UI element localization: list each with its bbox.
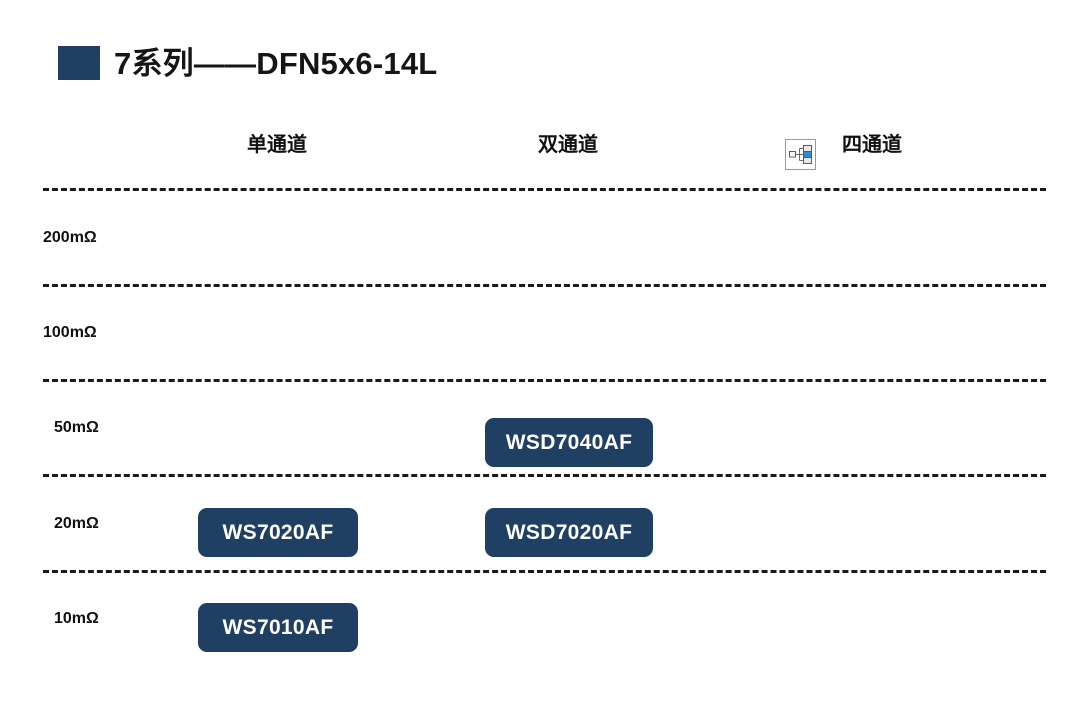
- column-header-quad-channel: 四通道: [842, 134, 902, 156]
- row-separator: [43, 474, 1046, 477]
- product-chip-ws7020af[interactable]: WS7020AF: [198, 508, 358, 557]
- row-separator: [43, 188, 1046, 191]
- row-label-200mohm: 200mΩ: [43, 229, 97, 246]
- row-separator: [43, 284, 1046, 287]
- column-header-dual-channel: 双通道: [538, 134, 598, 156]
- column-header-single-channel: 单通道: [247, 134, 307, 156]
- row-label-100mohm: 100mΩ: [43, 324, 97, 341]
- title-text: 7系列——DFN5x6-14L: [114, 45, 438, 81]
- product-chip-ws7010af[interactable]: WS7010AF: [198, 603, 358, 652]
- row-separator: [43, 570, 1046, 573]
- smartart-hierarchy-icon[interactable]: [785, 139, 816, 170]
- product-chip-wsd7040af[interactable]: WSD7040AF: [485, 418, 653, 467]
- row-label-10mohm: 10mΩ: [54, 610, 99, 627]
- row-label-50mohm: 50mΩ: [54, 419, 99, 436]
- product-chip-wsd7020af[interactable]: WSD7020AF: [485, 508, 653, 557]
- row-label-20mohm: 20mΩ: [54, 515, 99, 532]
- title-bullet-square: [58, 46, 100, 80]
- row-separator: [43, 379, 1046, 382]
- page-title: 7系列——DFN5x6-14L: [58, 41, 437, 85]
